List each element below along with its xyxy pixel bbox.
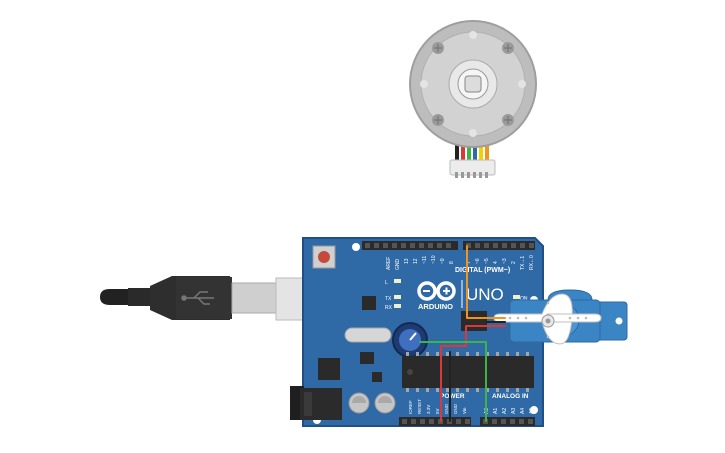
power-label: POWER: [440, 393, 465, 400]
pin-label: A2: [502, 408, 508, 414]
micro-servo[interactable]: [493, 289, 628, 345]
pin-label: AREF: [386, 257, 392, 270]
pin-label: 12: [413, 258, 419, 264]
motor-connector: [449, 159, 496, 176]
analog-label: ANALOG IN: [492, 393, 529, 400]
led-label-l: L: [385, 280, 388, 286]
status-leds: [394, 279, 520, 308]
usb-symbol-icon: [181, 291, 214, 305]
pin-label: RESET: [417, 399, 422, 414]
pin-label: RX←0: [529, 255, 535, 270]
led-label-on: ON: [520, 296, 528, 302]
reset-button[interactable]: [312, 245, 336, 269]
potentiometer[interactable]: [392, 322, 428, 358]
led-label-tx: TX: [385, 296, 392, 302]
motor-connector-pins: [455, 172, 488, 178]
arduino-board[interactable]: AREF GND 13 12 ~11 ~10 ~9 8 7 ~6 ~5 4 ~3…: [290, 237, 544, 427]
board-name: ARDUINO: [418, 302, 453, 311]
pin-label: ~10: [431, 255, 437, 264]
wire-signal-orange[interactable]: [466, 245, 506, 319]
smd-component: [372, 372, 382, 382]
servo-mount-hole: [615, 317, 623, 325]
pin-label: GND: [444, 403, 449, 414]
pin-label: 13: [404, 258, 410, 264]
pin-label: A3: [511, 408, 517, 414]
power-header: [399, 417, 471, 426]
gear-motor[interactable]: [409, 20, 537, 178]
small-chip: [360, 352, 374, 364]
pin-label: 2: [511, 261, 517, 264]
pin-label: Vin: [462, 407, 467, 414]
pin-label: IOREF: [408, 400, 413, 414]
pin-label: ~11: [422, 256, 428, 264]
pin-label: 4: [493, 261, 499, 264]
pin-label: ~9: [440, 258, 446, 264]
pin-label: ~5: [484, 258, 490, 264]
analog-header: [480, 417, 535, 426]
pin-label: A5: [529, 408, 535, 414]
digital-pin-labels: AREF GND 13 12 ~11 ~10 ~9 8 7 ~6 ~5 4 ~3…: [386, 255, 535, 270]
pin-label: 5V: [435, 408, 440, 414]
board-model: UNO: [466, 285, 504, 304]
icsp-header: [461, 311, 487, 331]
usb-connector-metal: [231, 282, 279, 314]
crystal: [344, 327, 392, 343]
wire-green[interactable]: [419, 341, 487, 422]
motor-screws: [420, 31, 526, 137]
power-pin-labels: IOREF RESET 3.3V 5V GND GND Vin: [408, 399, 467, 414]
arduino-infinity-logo: [417, 281, 456, 301]
wires[interactable]: [419, 245, 506, 422]
atmega-chip: [402, 352, 534, 392]
servo-horn[interactable]: [493, 293, 602, 345]
pin-label: ~3: [502, 258, 508, 264]
pin-label: GND: [453, 403, 458, 414]
wire-red[interactable]: [440, 325, 506, 422]
digital-header-right: [463, 241, 535, 250]
voltage-regulator: [318, 358, 340, 380]
motor-wires: [455, 145, 489, 165]
pin-label: A1: [493, 408, 499, 414]
motor-shaft: [464, 75, 482, 93]
pin-label: ~6: [475, 258, 481, 264]
dc-power-jack[interactable]: [290, 386, 342, 420]
pin-label: 7: [466, 261, 472, 264]
digital-header-holes: [365, 243, 534, 248]
digital-header-label: DIGITAL (PWM~): [455, 267, 510, 274]
usb-cable-tail: [100, 289, 130, 305]
pin-label: GND: [395, 259, 401, 271]
pin-label: 8: [449, 261, 455, 264]
capacitors: [348, 392, 396, 414]
pin-label: TX→1: [520, 256, 526, 270]
bottom-header-holes: [402, 419, 533, 424]
led-label-rx: RX: [385, 305, 393, 311]
usb-chip: [362, 296, 376, 310]
pin-label: 3.3V: [426, 405, 431, 414]
usb-strain-relief: [128, 288, 154, 306]
pin-label: A4: [520, 408, 526, 414]
